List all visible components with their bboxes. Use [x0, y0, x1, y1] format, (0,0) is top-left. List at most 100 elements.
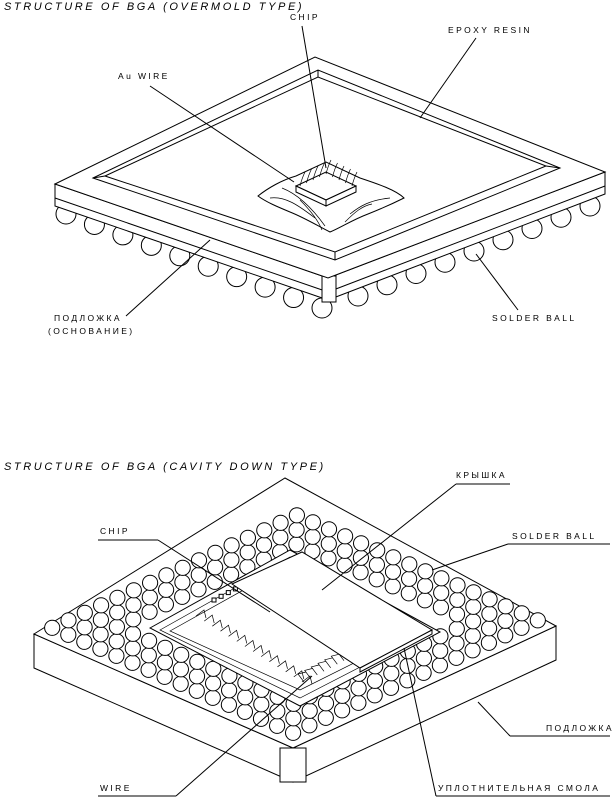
grid-solder-ball	[109, 589, 126, 606]
grid-solder-ball	[92, 640, 109, 657]
grid-solder-ball	[142, 574, 159, 591]
bond-wire	[252, 644, 264, 654]
grid-solder-ball	[60, 626, 77, 643]
grid-solder-ball	[513, 605, 530, 622]
grid-solder-ball	[158, 567, 175, 584]
grid-solder-ball	[497, 598, 514, 615]
grid-solder-ball	[481, 605, 498, 622]
grid-solder-ball	[317, 709, 334, 726]
grid-solder-ball	[317, 695, 335, 712]
grid-solder-ball	[108, 647, 125, 664]
overmold-figure: STRUCTURE OF BGA (OVERMOLD TYPE)	[4, 1, 607, 336]
grid-solder-ball	[109, 604, 126, 621]
bond-wire	[301, 675, 313, 685]
label-wire: WIRE	[100, 783, 132, 793]
grid-solder-ball	[124, 640, 141, 657]
cavity-region	[148, 549, 442, 707]
grid-solder-ball	[174, 574, 191, 591]
bond-wire	[236, 634, 248, 644]
label-lid: КРЫШКА	[456, 470, 507, 480]
grid-solder-ball	[320, 535, 337, 552]
au-wire-bonds	[299, 159, 358, 187]
au-wire	[338, 165, 345, 181]
au-wire	[345, 168, 351, 184]
grid-solder-ball	[174, 588, 191, 605]
bond-wire	[293, 670, 305, 679]
grid-solder-ball	[44, 619, 61, 636]
grid-solder-ball	[92, 611, 110, 628]
grid-solder-ball	[253, 696, 270, 713]
grid-solder-ball	[448, 606, 466, 623]
grid-solder-ball	[464, 642, 481, 659]
leader-solder-ball	[475, 253, 519, 311]
grid-solder-ball	[465, 613, 482, 630]
grid-solder-ball	[76, 619, 93, 636]
chip-die-right-face	[325, 185, 357, 207]
grid-solder-ball	[207, 544, 224, 561]
grid-solder-ball	[140, 647, 157, 664]
au-wire	[312, 165, 319, 181]
cutaway-strokes	[269, 187, 391, 231]
grid-solder-ball	[288, 507, 305, 524]
epoxy-chamfer-left	[92, 175, 106, 179]
grid-solder-ball	[497, 627, 514, 644]
grid-solder-ball	[188, 682, 205, 699]
grid-solder-ball	[140, 661, 157, 678]
bond-wire	[203, 614, 215, 624]
cavity-substrate-corner	[279, 747, 307, 783]
grid-solder-ball	[368, 556, 385, 573]
grid-solder-ball	[481, 620, 498, 637]
au-wire	[306, 168, 312, 184]
grid-solder-ball	[464, 627, 481, 644]
grid-solder-ball	[190, 552, 208, 569]
grid-solder-ball	[172, 661, 189, 678]
label-substrate-2: (ОСНОВАНИЕ)	[48, 326, 135, 336]
substrate-right-lip	[327, 185, 606, 293]
grid-solder-ball	[173, 646, 190, 663]
bond-wire	[317, 660, 327, 672]
grid-solder-ball	[269, 717, 286, 734]
grid-solder-ball	[301, 702, 318, 719]
grid-solder-ball	[272, 514, 289, 531]
label-chip: CHIP	[290, 12, 320, 22]
grid-solder-ball	[172, 675, 189, 692]
grid-solder-ball	[156, 668, 173, 685]
grid-solder-ball	[220, 696, 237, 713]
grid-solder-ball	[125, 582, 142, 599]
leader-epoxy	[419, 37, 477, 119]
label-au-wire: Au WIRE	[118, 71, 170, 81]
cavity-title: STRUCTURE OF BGA (CAVITY DOWN TYPE)	[4, 461, 326, 473]
grid-solder-ball	[352, 564, 369, 581]
grid-solder-ball	[334, 702, 351, 719]
chip-pad	[225, 590, 231, 596]
leader-lid	[321, 483, 457, 591]
grid-solder-ball	[239, 529, 256, 546]
grid-solder-ball	[93, 597, 110, 614]
grid-solder-ball	[288, 521, 305, 538]
grid-solder-ball	[304, 528, 321, 545]
grid-solder-ball	[237, 689, 254, 706]
bond-wire	[260, 650, 272, 659]
grid-solder-ball	[174, 559, 191, 576]
grid-solder-ball	[76, 633, 93, 650]
chip-pad	[218, 593, 224, 599]
grid-solder-ball	[204, 689, 221, 706]
grid-solder-ball	[415, 664, 432, 681]
bond-wire	[269, 655, 280, 664]
grid-solder-ball	[125, 611, 142, 628]
grid-solder-ball	[417, 577, 434, 594]
grid-solder-ball	[124, 654, 141, 671]
grid-solder-ball	[465, 598, 482, 615]
grid-solder-ball	[432, 642, 449, 659]
grid-solder-ball	[449, 591, 466, 608]
grid-solder-ball	[272, 529, 289, 546]
grid-solder-ball	[285, 710, 302, 727]
grid-solder-ball	[239, 544, 256, 561]
grid-solder-ball	[285, 724, 302, 741]
bond-wire	[310, 664, 320, 676]
epoxy-chamfer-right	[545, 165, 561, 169]
grid-solder-ball	[158, 581, 175, 598]
grid-solder-ball	[481, 591, 498, 608]
au-wire	[325, 159, 332, 175]
